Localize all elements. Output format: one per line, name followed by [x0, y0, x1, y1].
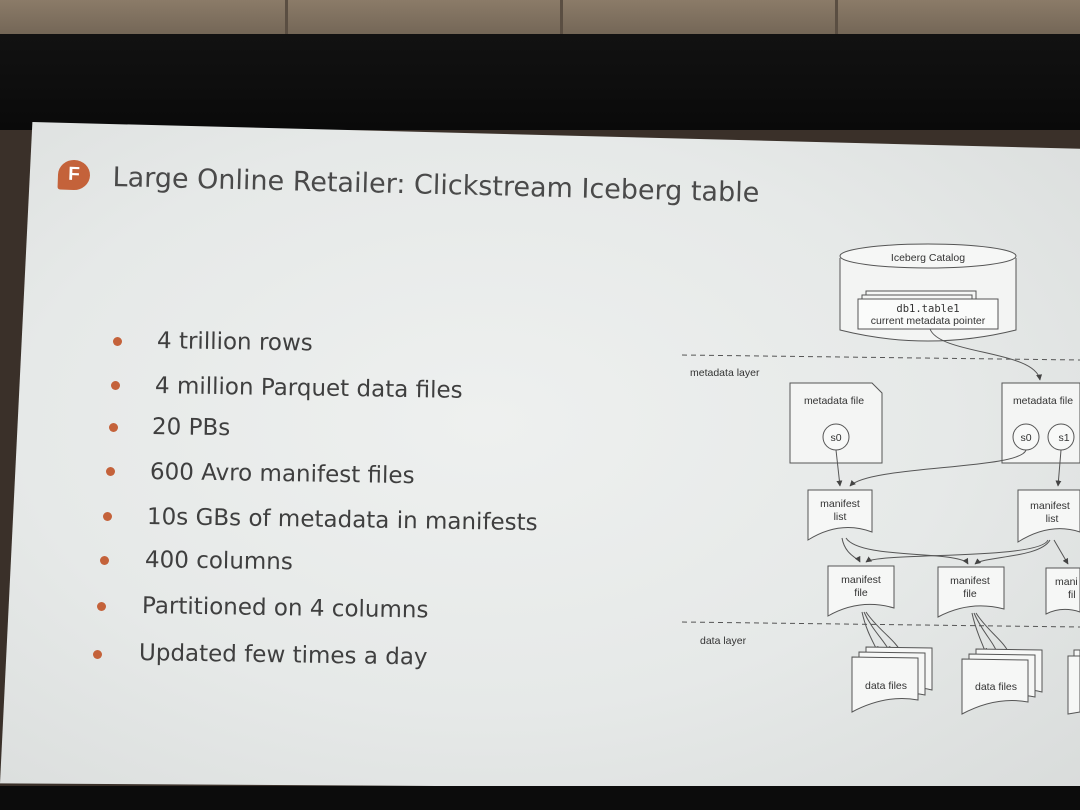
pointer-arrow [929, 328, 1043, 381]
metadata-layer-divider [681, 354, 1080, 361]
manifest-file-label: manifest [950, 575, 990, 587]
data-layer-divider [681, 621, 1080, 628]
screen-top-frame [0, 34, 1080, 130]
bullet-dot [106, 467, 115, 476]
wall-seam [285, 0, 288, 42]
snapshot-arrow [1055, 449, 1062, 487]
bullet-dot [100, 556, 109, 565]
wall-seam [560, 0, 563, 42]
snapshot-label: s1 [1058, 432, 1069, 444]
bullet-dot [97, 602, 106, 611]
manifest-list-label: list [1046, 513, 1059, 525]
metadata-file-label: metadata file [804, 395, 864, 407]
manifest-list-label: manifest [820, 498, 860, 510]
datafile-arrow [863, 611, 891, 653]
metadata-layer-label: metadata layer [690, 367, 760, 379]
manifest-arrow [865, 539, 1049, 563]
snapshot-label: s0 [1020, 432, 1031, 444]
manifest-arrow [841, 537, 861, 563]
manifest-file-label: file [963, 588, 977, 600]
bullet-dot [93, 650, 102, 659]
datafile-arrow [971, 612, 988, 655]
screen-bottom-frame [0, 786, 1080, 810]
bullet-dot [113, 337, 122, 346]
metadata-file-shape [789, 382, 883, 464]
data-files-label: data files [865, 680, 907, 692]
snapshot-arrow [849, 449, 1027, 487]
data-files-stack [961, 648, 1043, 715]
manifest-file-label-partial: mani [1055, 576, 1078, 588]
data-files-stack-partial [1067, 649, 1080, 715]
manifest-list-label: manifest [1030, 500, 1070, 512]
manifest-file-label-partial: fil [1068, 589, 1076, 601]
manifest-arrow [974, 539, 1051, 565]
snapshot-arrow [835, 449, 843, 487]
metadata-file-label: metadata file [1013, 395, 1073, 407]
snapshot-label: s0 [830, 432, 841, 444]
manifest-file-label: file [854, 587, 868, 599]
catalog-title: Iceberg Catalog [891, 252, 965, 264]
manifest-list-label: list [834, 511, 847, 523]
manifest-file-label: manifest [841, 574, 881, 586]
wall-seam [835, 0, 838, 42]
table-name: db1.table1 [896, 303, 959, 315]
bullet-dot [103, 512, 112, 521]
bullet-dot [109, 423, 118, 432]
manifest-file-shape [937, 566, 1005, 618]
data-files-stack [851, 646, 933, 713]
manifest-arrow [845, 537, 969, 565]
data-layer-label: data layer [700, 635, 747, 647]
manifest-list-shape [807, 489, 873, 541]
bullet-dot [111, 381, 120, 390]
data-files-label: data files [975, 681, 1017, 693]
pointer-box-front [857, 298, 999, 330]
pointer-label: current metadata pointer [871, 315, 986, 327]
manifest-file-shape [827, 565, 895, 617]
manifest-arrow [1053, 539, 1069, 565]
